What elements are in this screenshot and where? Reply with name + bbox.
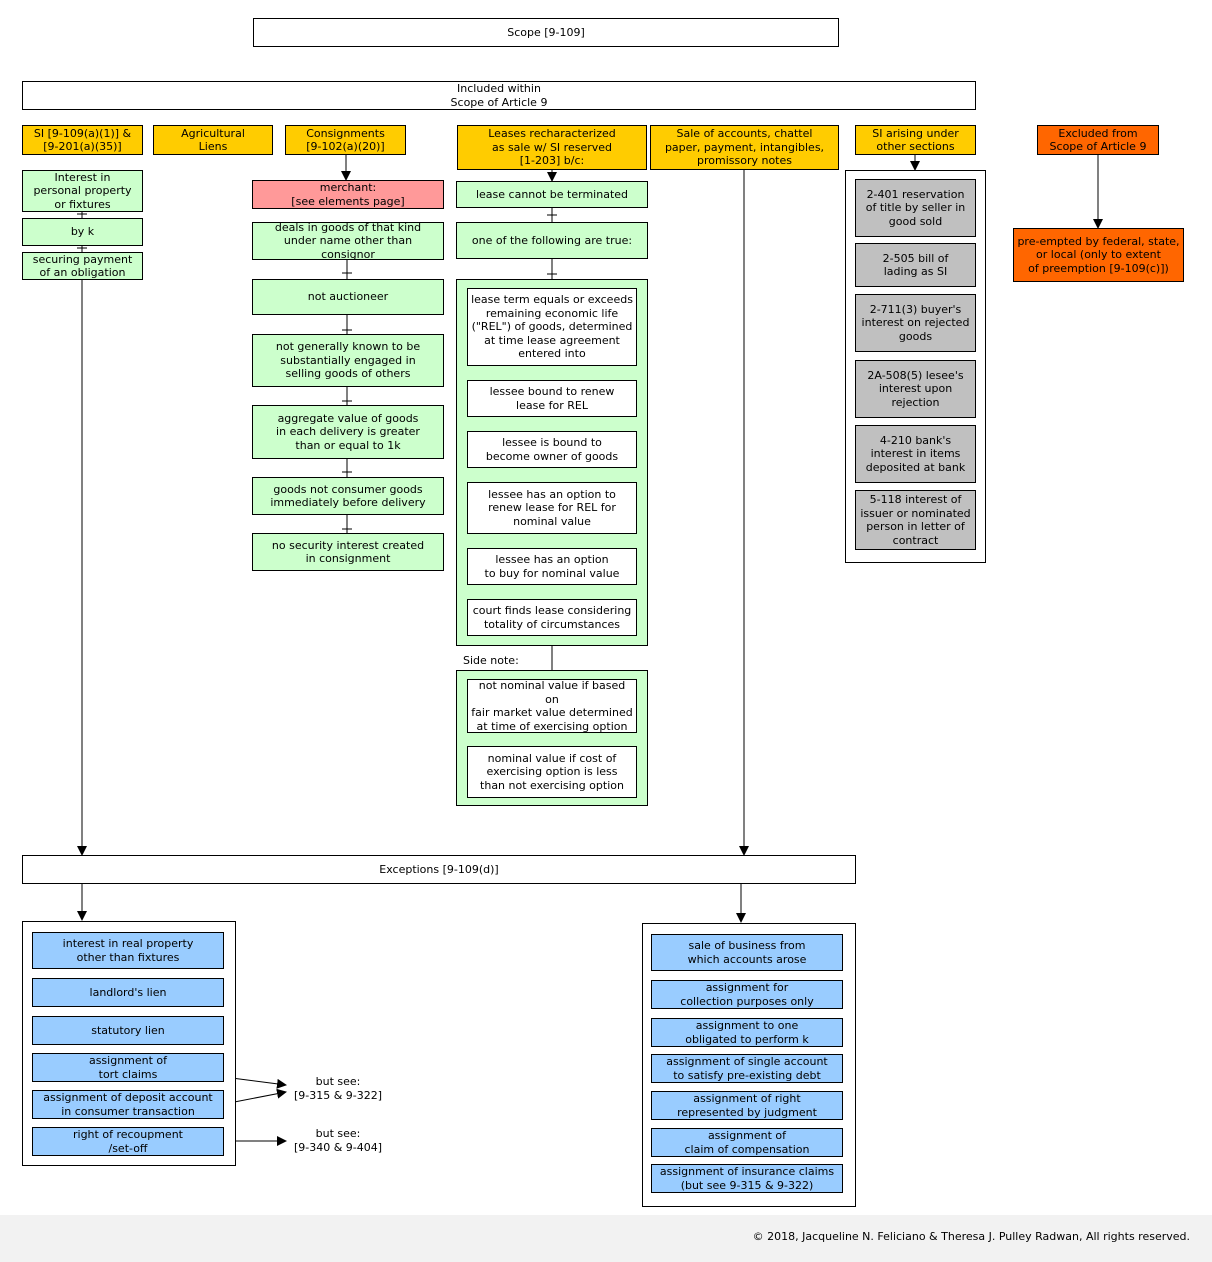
consignment-merchant-box: merchant: [see elements page] (252, 180, 444, 209)
consignment-item: no security interest created in consignm… (252, 533, 444, 571)
si-by-k-box: by k (22, 218, 143, 246)
footer-bar (0, 1215, 1212, 1262)
consignment-item: not auctioneer (252, 279, 444, 315)
copyright-text: © 2018, Jacqueline N. Feliciano & Theres… (752, 1230, 1190, 1243)
header-security-interest: SI [9-109(a)(1)] & [9-201(a)(35)] (22, 125, 143, 155)
consignment-item: not generally known to be substantially … (252, 334, 444, 387)
lease-condition: lessee is bound to become owner of goods (467, 431, 637, 468)
lease-condition: lessee has an option to renew lease for … (467, 482, 637, 534)
header-si-other-sections: SI arising under other sections (855, 125, 976, 155)
right-exception-item: assignment of insurance claims (but see … (651, 1164, 843, 1193)
side-note: nominal value if cost of exercising opti… (467, 746, 637, 798)
side-note: not nominal value if based on fair marke… (467, 679, 637, 733)
consignment-item: goods not consumer goods immediately bef… (252, 477, 444, 515)
consignment-item: deals in goods of that kind under name o… (252, 221, 444, 261)
lease-condition: lessee has an option to buy for nominal … (467, 548, 637, 585)
lease-one-of-box: one of the following are true: (456, 222, 648, 259)
header-excluded: Excluded from Scope of Article 9 (1037, 125, 1159, 155)
right-exception-item: assignment of claim of compensation (651, 1128, 843, 1157)
lease-condition: court finds lease considering totality o… (467, 599, 637, 636)
other-section-item: 2-401 reservation of title by seller in … (855, 179, 976, 237)
included-box: Included within Scope of Article 9 (22, 81, 976, 110)
side-note-label: Side note: (463, 654, 519, 667)
consignment-item: aggregate value of goods in each deliver… (252, 405, 444, 459)
other-section-item: 5-118 interest of issuer or nominated pe… (855, 490, 976, 550)
left-exception-item: statutory lien (32, 1016, 224, 1045)
right-exception-item: sale of business from which accounts aro… (651, 934, 843, 971)
header-agricultural-liens: Agricultural Liens (153, 125, 273, 155)
but-see-note-1: but see: [9-315 & 9-322] (293, 1075, 383, 1102)
si-securing-box: securing payment of an obligation (22, 252, 143, 280)
header-leases: Leases recharacterized as sale w/ SI res… (457, 125, 647, 170)
right-exception-item: assignment of single account to satisfy … (651, 1054, 843, 1083)
header-sale-of-accounts: Sale of accounts, chattel paper, payment… (650, 125, 839, 170)
other-section-item: 2-505 bill of lading as SI (855, 243, 976, 287)
lease-cannot-terminate-box: lease cannot be terminated (456, 181, 648, 208)
other-section-item: 4-210 bank's interest in items deposited… (855, 425, 976, 483)
left-exception-item: interest in real property other than fix… (32, 932, 224, 969)
other-section-item: 2A-508(5) lesee's interest upon rejectio… (855, 360, 976, 418)
exceptions-box: Exceptions [9-109(d)] (22, 855, 856, 884)
right-exception-item: assignment of right represented by judgm… (651, 1091, 843, 1120)
preempted-box: pre-empted by federal, state, or local (… (1013, 228, 1184, 282)
lease-condition: lease term equals or exceeds remaining e… (467, 288, 637, 366)
but-see-note-2: but see: [9-340 & 9-404] (293, 1127, 383, 1154)
left-exception-item: assignment of deposit account in consume… (32, 1090, 224, 1119)
right-exception-item: assignment to one obligated to perform k (651, 1018, 843, 1047)
lease-condition: lessee bound to renew lease for REL (467, 380, 637, 417)
left-exception-item: right of recoupment /set-off (32, 1127, 224, 1156)
header-consignments: Consignments [9-102(a)(20)] (285, 125, 406, 155)
scope-box: Scope [9-109] (253, 18, 839, 47)
left-exception-item: landlord's lien (32, 978, 224, 1007)
right-exception-item: assignment for collection purposes only (651, 980, 843, 1009)
other-section-item: 2-711(3) buyer's interest on rejected go… (855, 294, 976, 352)
left-exception-item: assignment of tort claims (32, 1053, 224, 1082)
si-interest-box: Interest in personal property or fixture… (22, 170, 143, 212)
